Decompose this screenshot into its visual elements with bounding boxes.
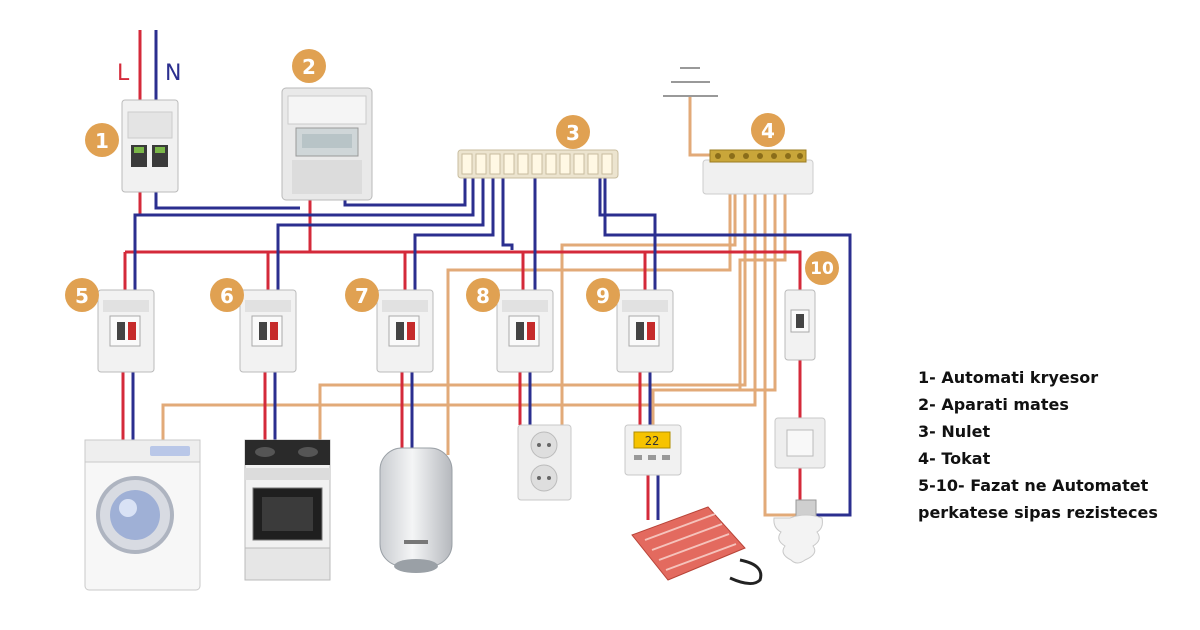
legend-item: perkatese sipas rezisteces xyxy=(918,503,1158,522)
breaker-icon xyxy=(784,289,816,361)
light-switch-icon xyxy=(774,417,826,469)
badge-10: 10 xyxy=(805,251,839,285)
svg-text:6: 6 xyxy=(220,284,234,308)
badge-5: 5 xyxy=(65,278,99,312)
live-label: L xyxy=(117,61,130,86)
thermostat-icon: 22 xyxy=(624,424,682,476)
badge-3: 3 xyxy=(556,115,590,149)
badge-6: 6 xyxy=(210,278,244,312)
neutral-bar-icon xyxy=(457,149,619,179)
floor-heating-icon xyxy=(631,506,763,585)
svg-text:8: 8 xyxy=(476,284,490,308)
stove-icon xyxy=(244,439,331,581)
earth-wires xyxy=(161,96,800,517)
breaker-icon xyxy=(97,289,155,373)
legend-item: 5-10- Fazat ne Automatet xyxy=(918,476,1149,495)
svg-text:9: 9 xyxy=(596,284,610,308)
badge-9: 9 xyxy=(586,278,620,312)
live-wires xyxy=(121,30,802,520)
legend: 1- Automati kryesor 2- Aparati mates 3- … xyxy=(918,364,1188,526)
svg-text:5: 5 xyxy=(75,284,89,308)
breaker-icon xyxy=(496,289,554,373)
washing-machine-icon xyxy=(84,439,201,591)
water-heater-icon xyxy=(379,447,453,573)
svg-text:3: 3 xyxy=(566,121,580,145)
neutral-label: N xyxy=(165,61,181,86)
legend-item: 2- Aparati mates xyxy=(918,395,1069,414)
breaker-icon xyxy=(376,289,434,373)
legend-item: 1- Automati kryesor xyxy=(918,368,1099,387)
svg-text:2: 2 xyxy=(302,55,316,79)
breaker-icon xyxy=(239,289,297,373)
ground-symbol-icon xyxy=(663,67,718,97)
svg-text:1: 1 xyxy=(95,129,109,153)
svg-text:4: 4 xyxy=(761,119,775,143)
light-bulb-icon xyxy=(773,499,823,564)
neutral-wires xyxy=(131,30,852,520)
thermostat-display: 22 xyxy=(645,434,659,448)
legend-item: 4- Tokat xyxy=(918,449,991,468)
badge-7: 7 xyxy=(345,278,379,312)
meter-icon xyxy=(281,87,373,201)
badge-4: 4 xyxy=(751,113,785,147)
badge-2: 2 xyxy=(292,49,326,83)
main-breaker-icon xyxy=(121,99,179,193)
svg-text:7: 7 xyxy=(355,284,369,308)
earth-bar-icon xyxy=(702,149,814,195)
breaker-icon xyxy=(616,289,674,373)
badge-8: 8 xyxy=(466,278,500,312)
badge-1: 1 xyxy=(85,123,119,157)
svg-text:10: 10 xyxy=(810,259,834,279)
socket-icon xyxy=(517,424,572,501)
legend-item: 3- Nulet xyxy=(918,422,991,441)
